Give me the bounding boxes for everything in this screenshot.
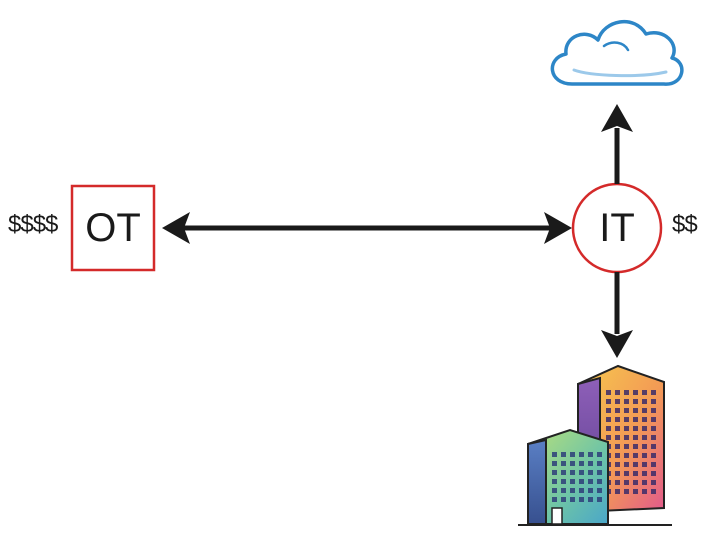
ot-it-double-arrow — [162, 212, 572, 244]
ot-cost-label: $$$$ — [8, 211, 58, 238]
it-label: IT — [599, 206, 635, 250]
ot-box — [70, 184, 156, 272]
it-to-building-arrow — [601, 272, 633, 358]
cloud-icon — [550, 19, 684, 86]
it-to-cloud-arrow — [601, 104, 633, 184]
ot-label: OT — [85, 206, 141, 250]
office-building-icon — [518, 364, 672, 526]
it-cost-label: $$ — [672, 211, 698, 238]
